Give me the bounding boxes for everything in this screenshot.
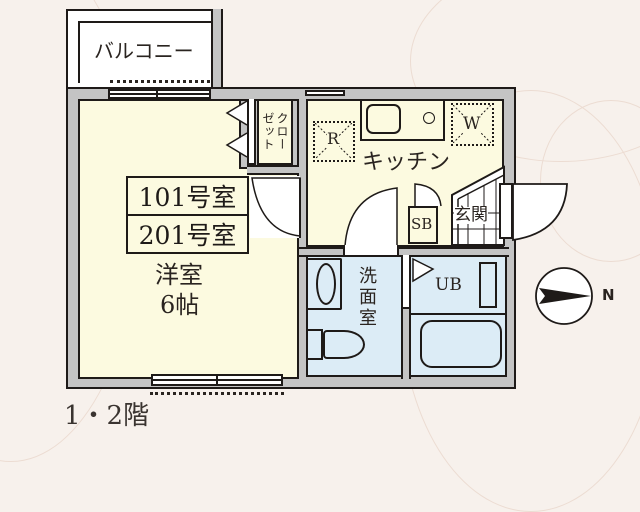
washroom-label: 洗面室: [356, 266, 377, 329]
front-door-swing-icon[interactable]: [511, 182, 569, 242]
compass-icon: [535, 267, 593, 325]
balcony-label: バルコニー: [94, 39, 194, 63]
shoe-box-label: SB: [411, 215, 433, 233]
closet-bottom-wall: [247, 165, 299, 175]
front-door-opening[interactable]: [499, 183, 513, 239]
shoe-box[interactable]: [408, 206, 438, 244]
washing-machine-space: [451, 103, 494, 146]
washing-machine-label: W: [463, 114, 481, 134]
washbasin-bowl-icon: [316, 263, 336, 305]
western-room-door-swing-icon[interactable]: [250, 176, 302, 240]
closet-door-panel[interactable]: [247, 99, 256, 165]
room-number-101: 101号室: [126, 176, 249, 216]
window-track: [108, 93, 211, 95]
washroom-door-swing-icon[interactable]: [343, 186, 399, 248]
western-room-size: 6帖: [160, 291, 200, 319]
refrigerator-label: R: [327, 129, 340, 148]
entrance-label: 玄関: [454, 205, 488, 225]
ub-divider: [409, 313, 507, 315]
closet-label-line1: クロー: [275, 112, 289, 151]
closet: [257, 99, 293, 165]
floor-plan: バルコニー クロー ゼット 101号室 201号室 洋室 6帖: [64, 9, 615, 431]
ub-sink-icon: [479, 262, 497, 308]
balcony-edge-dots: [110, 80, 210, 83]
floor-label: 1・2階: [64, 401, 150, 431]
ub-door-swing-icon[interactable]: [411, 257, 435, 283]
stove-burner-icon: [423, 112, 435, 124]
compass-north-label: N: [602, 286, 615, 304]
sink-icon: [366, 104, 401, 134]
window-meeting-rail: [216, 376, 218, 385]
kitchen-vent-window: [305, 90, 345, 96]
balcony: [78, 21, 211, 83]
closet-label-line2: ゼット: [261, 112, 275, 151]
room-number-201: 201号室: [126, 214, 249, 254]
unit-bath-label: UB: [435, 275, 462, 295]
window-edge-dots: [150, 392, 284, 395]
toilet-bowl-icon: [323, 330, 365, 359]
shoe-box-door-swing-icon[interactable]: [413, 182, 443, 208]
western-room-label: 洋室: [155, 261, 203, 289]
bathtub-icon: [420, 320, 502, 368]
closet-folding-door-icon[interactable]: [225, 99, 249, 165]
toilet-tank-icon: [308, 329, 323, 360]
washroom-doorway[interactable]: [343, 245, 399, 257]
window-meeting-rail: [156, 91, 158, 99]
kitchen-label: キッチン: [362, 150, 451, 175]
washbasin-icon: [308, 258, 342, 310]
balcony-wall-right: [211, 9, 223, 89]
